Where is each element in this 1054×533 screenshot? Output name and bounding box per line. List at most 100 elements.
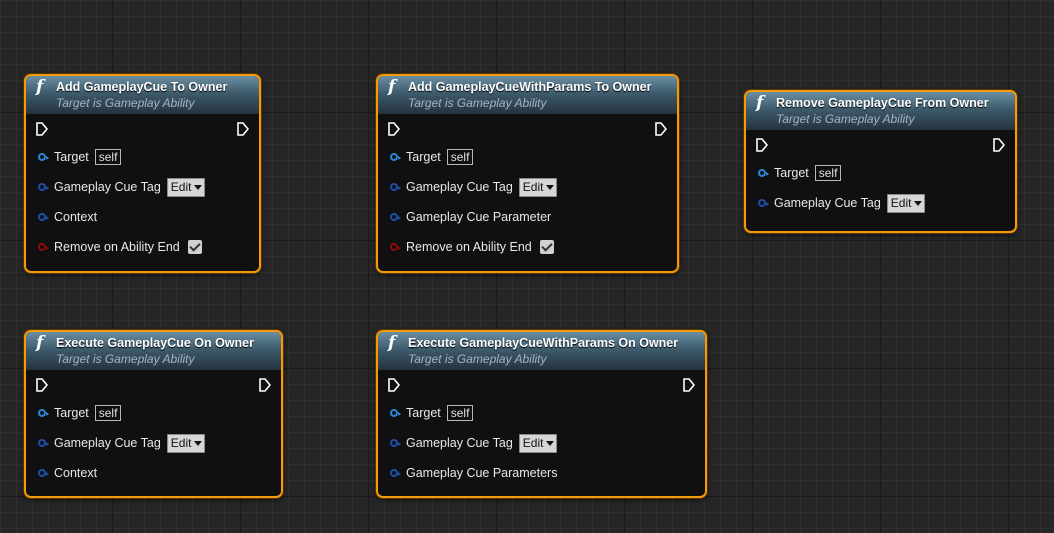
bool-pin-icon[interactable] <box>390 243 401 251</box>
function-f-icon: f <box>36 77 44 97</box>
pin-row-context: Context <box>26 202 259 232</box>
self-default-value: self <box>94 149 122 165</box>
pin-label: Target <box>774 166 809 180</box>
struct-pin-icon[interactable] <box>38 183 49 191</box>
struct-pin-icon[interactable] <box>38 213 49 221</box>
node-execute-gameplaycuewithparams-on-owner[interactable]: f Execute GameplayCueWithParams On Owner… <box>376 330 707 498</box>
pin-label: Context <box>54 210 98 224</box>
pin-label: Gameplay Cue Tag <box>406 180 513 194</box>
exec-input-pin-icon[interactable] <box>756 138 768 152</box>
node-subtitle: Target is Gameplay Ability <box>776 112 915 126</box>
object-pin-icon[interactable] <box>390 153 401 161</box>
pin-row-context: Context <box>26 458 281 488</box>
chevron-down-icon <box>546 440 555 446</box>
pin-row-gameplay-cue-tag: Gameplay Cue Tag Edit <box>26 428 281 458</box>
edit-label: Edit <box>522 435 544 450</box>
node-header[interactable]: f Remove GameplayCue From Owner Target i… <box>746 92 1015 130</box>
exec-output-pin-icon[interactable] <box>655 122 667 136</box>
node-header[interactable]: f Add GameplayCue To Owner Target is Gam… <box>26 76 259 114</box>
node-title: Execute GameplayCueWithParams On Owner <box>408 336 679 350</box>
pin-row-target: Target self <box>746 158 1015 188</box>
pin-label: Target <box>54 150 89 164</box>
exec-output-pin-icon[interactable] <box>993 138 1005 152</box>
object-pin-icon[interactable] <box>38 153 49 161</box>
exec-output-pin-icon[interactable] <box>259 378 271 392</box>
chevron-down-icon <box>194 184 203 190</box>
pin-label: Context <box>54 466 98 480</box>
pin-row-gameplay-cue-tag: Gameplay Cue Tag Edit <box>746 188 1015 218</box>
node-title: Remove GameplayCue From Owner <box>776 96 989 110</box>
node-add-gameplaycuewithparams-to-owner[interactable]: f Add GameplayCueWithParams To Owner Tar… <box>376 74 679 273</box>
edit-label: Edit <box>170 435 192 450</box>
pin-row-gameplay-cue-parameter: Gameplay Cue Parameter <box>378 202 677 232</box>
exec-output-pin-icon[interactable] <box>683 378 695 392</box>
bool-pin-icon[interactable] <box>38 243 49 251</box>
pin-label: Gameplay Cue Parameters <box>406 466 558 480</box>
self-default-value: self <box>446 149 474 165</box>
struct-pin-icon[interactable] <box>38 439 49 447</box>
struct-pin-icon[interactable] <box>390 469 401 477</box>
function-f-icon: f <box>36 333 44 353</box>
struct-pin-icon[interactable] <box>38 469 49 477</box>
self-default-value: self <box>446 405 474 421</box>
remove-on-ability-end-checkbox[interactable] <box>187 240 202 254</box>
exec-input-pin-icon[interactable] <box>36 378 48 392</box>
exec-input-pin-icon[interactable] <box>36 122 48 136</box>
node-title: Add GameplayCueWithParams To Owner <box>408 80 652 94</box>
object-pin-icon[interactable] <box>38 409 49 417</box>
edit-tag-dropdown[interactable]: Edit <box>166 177 206 197</box>
edit-tag-dropdown[interactable]: Edit <box>518 177 558 197</box>
object-pin-icon[interactable] <box>390 409 401 417</box>
self-default-value: self <box>814 165 842 181</box>
pin-label: Target <box>54 406 89 420</box>
self-default-value: self <box>94 405 122 421</box>
remove-on-ability-end-checkbox[interactable] <box>539 240 554 254</box>
pin-label: Target <box>406 150 441 164</box>
node-subtitle: Target is Gameplay Ability <box>56 96 195 110</box>
object-pin-icon[interactable] <box>758 169 769 177</box>
pin-row-remove-on-ability-end: Remove on Ability End <box>378 232 677 262</box>
exec-input-pin-icon[interactable] <box>388 122 400 136</box>
edit-tag-dropdown[interactable]: Edit <box>886 193 926 213</box>
edit-tag-dropdown[interactable]: Edit <box>518 433 558 453</box>
chevron-down-icon <box>914 200 923 206</box>
pin-row-gameplay-cue-tag: Gameplay Cue Tag Edit <box>378 428 705 458</box>
node-subtitle: Target is Gameplay Ability <box>408 96 547 110</box>
edit-label: Edit <box>522 179 544 194</box>
edit-label: Edit <box>890 195 912 210</box>
pin-row-target: Target self <box>26 142 259 172</box>
function-f-icon: f <box>388 77 396 97</box>
pin-row-gameplay-cue-tag: Gameplay Cue Tag Edit <box>26 172 259 202</box>
struct-pin-icon[interactable] <box>390 183 401 191</box>
pin-label: Remove on Ability End <box>54 240 180 254</box>
chevron-down-icon <box>194 440 203 446</box>
pin-row-gameplay-cue-parameters: Gameplay Cue Parameters <box>378 458 705 488</box>
function-f-icon: f <box>756 93 764 113</box>
node-header[interactable]: f Execute GameplayCue On Owner Target is… <box>26 332 281 370</box>
struct-pin-icon[interactable] <box>390 213 401 221</box>
pin-row-gameplay-cue-tag: Gameplay Cue Tag Edit <box>378 172 677 202</box>
pin-label: Gameplay Cue Tag <box>406 436 513 450</box>
node-execute-gameplaycue-on-owner[interactable]: f Execute GameplayCue On Owner Target is… <box>24 330 283 498</box>
pin-label: Gameplay Cue Tag <box>54 180 161 194</box>
node-subtitle: Target is Gameplay Ability <box>408 352 547 366</box>
struct-pin-icon[interactable] <box>758 199 769 207</box>
edit-tag-dropdown[interactable]: Edit <box>166 433 206 453</box>
pin-row-remove-on-ability-end: Remove on Ability End <box>26 232 259 262</box>
node-title: Execute GameplayCue On Owner <box>56 336 254 350</box>
node-subtitle: Target is Gameplay Ability <box>56 352 195 366</box>
node-remove-gameplaycue-from-owner[interactable]: f Remove GameplayCue From Owner Target i… <box>744 90 1017 233</box>
node-title: Add GameplayCue To Owner <box>56 80 228 94</box>
node-add-gameplaycue-to-owner[interactable]: f Add GameplayCue To Owner Target is Gam… <box>24 74 261 273</box>
pin-row-target: Target self <box>26 398 281 428</box>
exec-output-pin-icon[interactable] <box>237 122 249 136</box>
pin-row-target: Target self <box>378 142 677 172</box>
node-header[interactable]: f Execute GameplayCueWithParams On Owner… <box>378 332 705 370</box>
struct-pin-icon[interactable] <box>390 439 401 447</box>
node-header[interactable]: f Add GameplayCueWithParams To Owner Tar… <box>378 76 677 114</box>
pin-row-target: Target self <box>378 398 705 428</box>
pin-label: Gameplay Cue Parameter <box>406 210 552 224</box>
exec-input-pin-icon[interactable] <box>388 378 400 392</box>
pin-label: Gameplay Cue Tag <box>774 196 881 210</box>
pin-label: Gameplay Cue Tag <box>54 436 161 450</box>
